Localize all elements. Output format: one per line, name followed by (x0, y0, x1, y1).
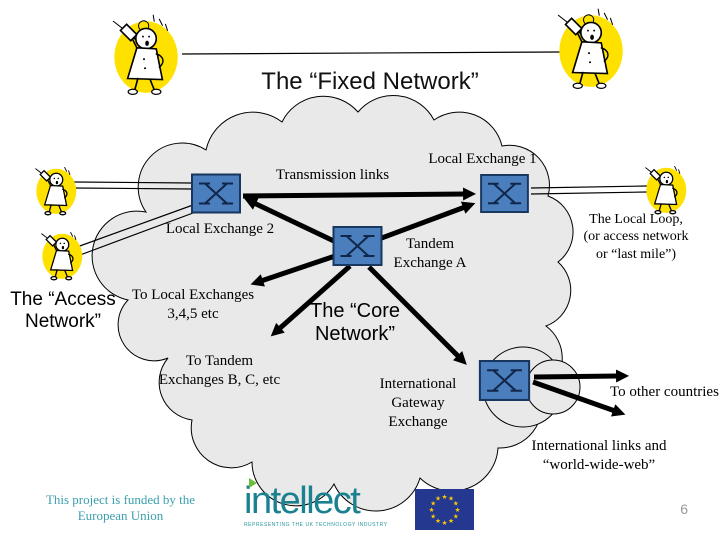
eu-star-icon: ★ (442, 493, 448, 501)
eu-flag-icon: ★ ★ ★ ★ ★ ★ ★ ★ ★ ★ ★ ★ (415, 489, 474, 530)
eu-star-icon: ★ (455, 506, 461, 514)
intellect-triangle-icon (249, 478, 257, 488)
intellect-logo: intellect REPRESENTING THE UK TECHNOLOGY… (244, 478, 404, 528)
eu-star-icon: ★ (453, 512, 459, 520)
subscriber-figure-icon (557, 8, 623, 89)
eu-star-icon: ★ (430, 512, 436, 520)
arrow-transmission-links (242, 187, 477, 201)
to-tandem-exchanges-label: To Tandem Exchanges B, C, etc (158, 353, 281, 388)
subscriber-line (73, 181, 192, 184)
local-exchange-1-node (479, 174, 530, 218)
international-gateway-label: International Gateway Exchange (379, 376, 457, 430)
local-loop-label: The Local Loop, (or access network or “l… (583, 212, 689, 262)
to-other-countries-label: To other countries (610, 384, 719, 400)
intellect-tagline: REPRESENTING THE UK TECHNOLOGY INDUSTRY (244, 522, 388, 528)
subscriber-line (76, 204, 194, 248)
eu-star-icon: ★ (448, 495, 454, 503)
thin-lines (73, 51, 648, 256)
subscriber-figure-icon (41, 231, 83, 281)
switch-icon (480, 174, 529, 213)
local-exchange-2-node (191, 173, 241, 219)
subscriber-line (73, 187, 192, 190)
arrow-to-local-exchanges (250, 251, 342, 287)
local-loop-line (530, 191, 648, 195)
subscriber-figure-icon (35, 166, 77, 216)
transmission-links-label: Transmission links (275, 167, 390, 183)
arrow-international-links (532, 379, 626, 417)
core-network-label: The “Core Network” (309, 300, 401, 345)
subscriber-line (79, 212, 194, 256)
international-links-label: International links and “world-wide-web” (531, 438, 667, 473)
title-connector-line (181, 51, 561, 55)
intellect-logo-text: intellect (244, 480, 361, 522)
switch-icon (332, 226, 383, 266)
local-exchange-2-label: Local Exchange 2 (165, 221, 275, 237)
eu-star-icon: ★ (435, 495, 441, 503)
slide-title: The “Fixed Network” (261, 68, 479, 95)
access-network-label: The “Access Network” (10, 289, 116, 333)
eu-star-icon: ★ (429, 506, 435, 514)
local-loop-line (530, 185, 648, 189)
tandem-exchange-node (332, 226, 383, 271)
funding-statement: This project is funded by the European U… (45, 492, 196, 524)
subscriber-figure-icon (112, 14, 178, 95)
switch-icon (191, 173, 241, 214)
to-local-exchanges-label: To Local Exchanges 3,4,5 etc (131, 287, 255, 322)
eu-star-icon: ★ (453, 499, 459, 507)
subscriber-figure-icon (645, 165, 687, 215)
eu-star-icon: ★ (448, 517, 454, 525)
arrow-to-gateway (367, 265, 467, 365)
switch-icon (478, 360, 531, 401)
international-gateway-node (478, 360, 531, 406)
page-number: 6 (680, 501, 688, 517)
eu-star-icon: ★ (435, 517, 441, 525)
tandem-exchange-label: Tandem Exchange A (393, 236, 467, 271)
trunk-arrows (242, 187, 630, 417)
arrow-to-tandem-exchanges (270, 264, 352, 337)
eu-star-icon: ★ (430, 499, 436, 507)
eu-star-icon: ★ (442, 519, 448, 527)
local-exchange-1-label: Local Exchange 1 (428, 151, 537, 167)
arrow-tandem-to-le1 (378, 201, 476, 242)
arrow-to-other-countries (533, 369, 630, 383)
arrow-tandem-to-le2 (244, 197, 340, 246)
